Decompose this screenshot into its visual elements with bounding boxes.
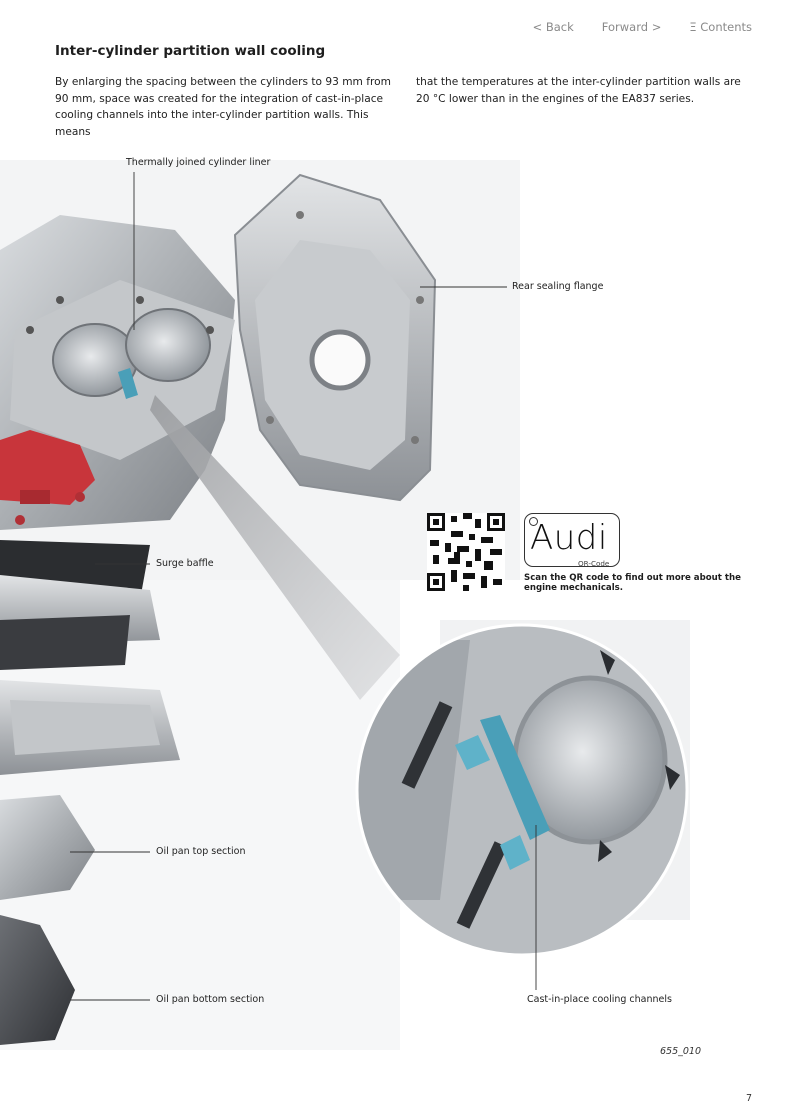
audi-logo-ring-icon	[529, 517, 538, 526]
audi-qr-logo-box	[524, 513, 620, 567]
body-text-column-2: that the temperatures at the inter-cylin…	[416, 76, 741, 105]
page-navigation: < Back Forward > Ξ Contents	[533, 20, 752, 34]
audi-brand-word: Audi	[530, 518, 608, 558]
qr-caption: Scan the QR code to find out more about …	[524, 573, 741, 593]
body-text-column-1: By enlarging the spacing between the cyl…	[55, 76, 391, 138]
rear-sealing-flange	[233, 173, 437, 502]
label-surge-baffle: Surge baffle	[156, 558, 214, 569]
label-oil-pan-top-section: Oil pan top section	[156, 846, 246, 857]
label-thermally-joined-cylinder-liner: Thermally joined cylinder liner	[126, 157, 271, 168]
label-oil-pan-bottom-section: Oil pan bottom section	[156, 994, 265, 1005]
label-rear-sealing-flange: Rear sealing flange	[512, 281, 604, 292]
zoom-detail-circle	[357, 625, 687, 955]
qr-code	[427, 513, 505, 591]
label-cast-in-place-cooling-channels: Cast-in-place cooling channels	[527, 994, 672, 1005]
figure-id: 655_010	[660, 1046, 702, 1057]
surge-baffle-assembly	[0, 540, 180, 775]
back-link[interactable]: < Back	[532, 20, 574, 34]
zoom-beam	[150, 395, 400, 700]
contents-link[interactable]: Ξ Contents	[689, 20, 752, 34]
oil-pan-bottom-section	[0, 915, 75, 1045]
audi-qr-code-label: QR-Code	[578, 559, 610, 568]
section-title: Inter-cylinder partition wall cooling	[55, 43, 326, 59]
page-number: 7	[746, 1093, 753, 1104]
oil-pan-top-section	[0, 795, 95, 900]
forward-link[interactable]: Forward >	[601, 20, 662, 34]
red-crankshaft-parts	[0, 430, 95, 525]
